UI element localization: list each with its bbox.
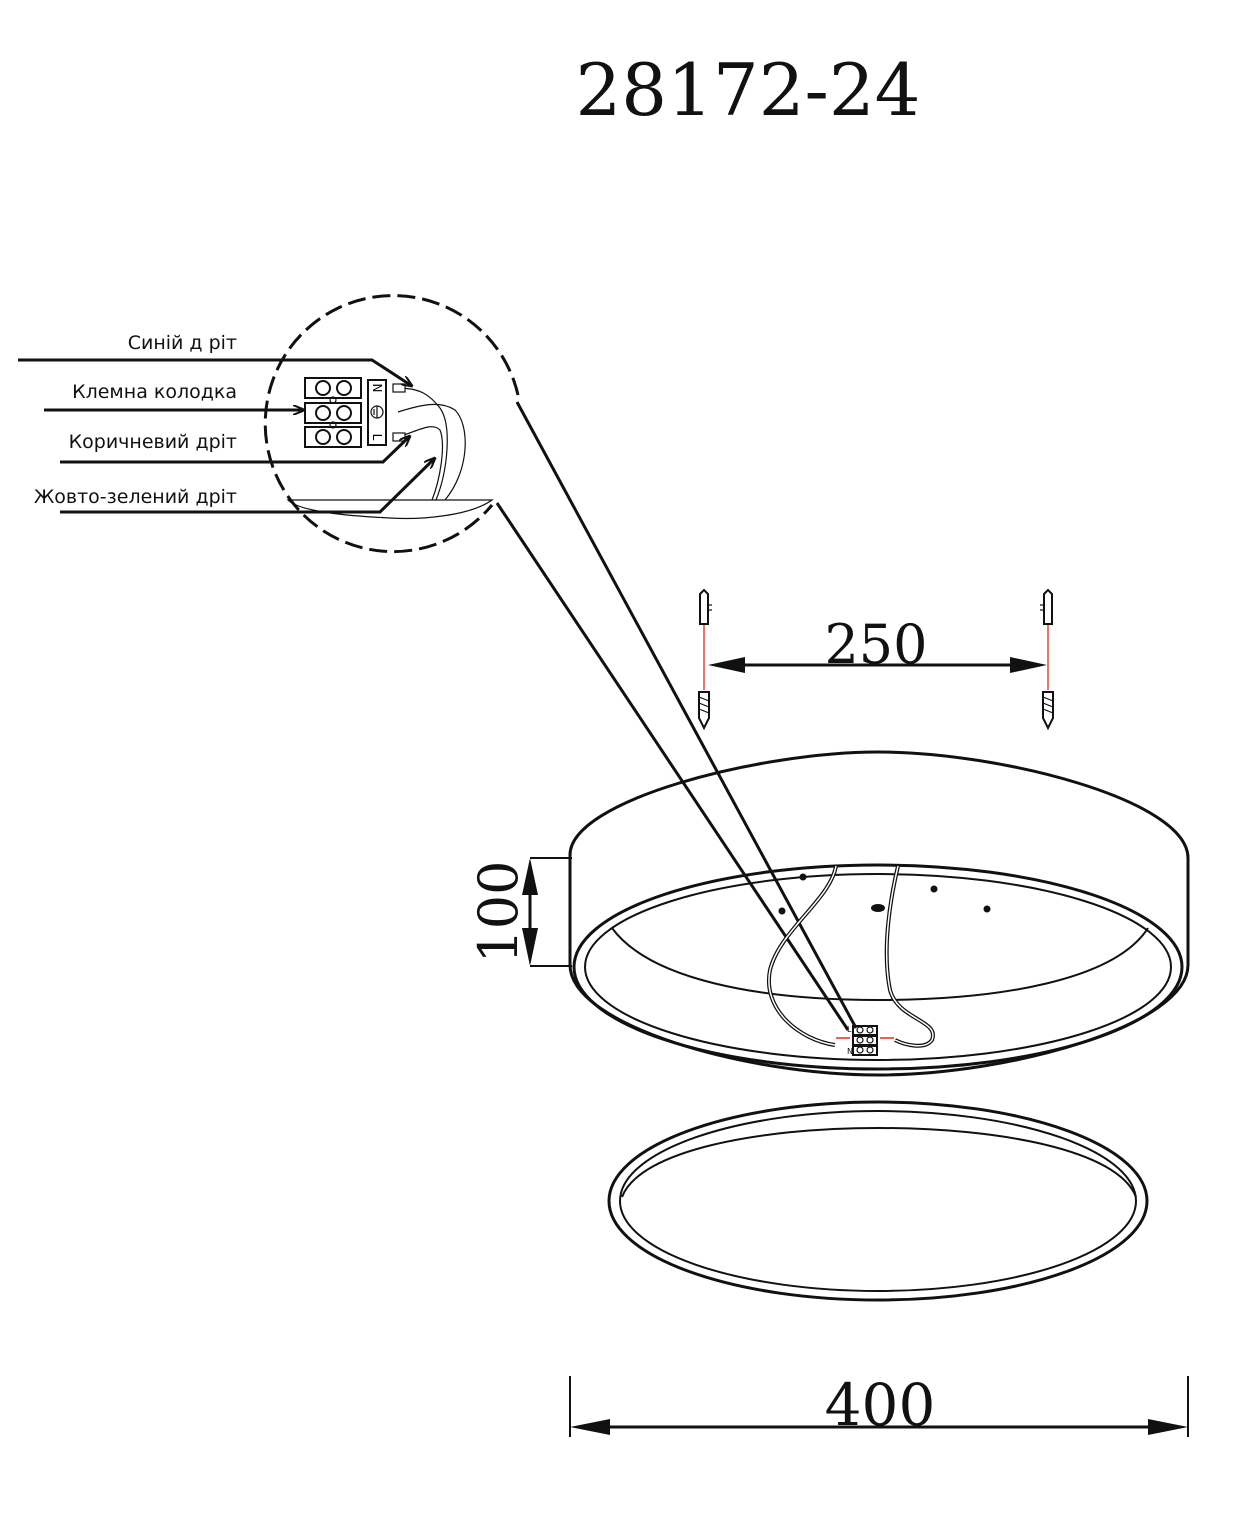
- terminal-live-mark: L: [370, 434, 384, 441]
- lamp-terminal-neutral-mark: N: [847, 1047, 853, 1056]
- diameter-value: 400: [825, 1371, 936, 1439]
- wire-callouts: Синій д ріт Клемна колодка Коричневий др…: [18, 332, 435, 514]
- lamp-terminal-live-mark: L: [847, 1025, 852, 1034]
- label-ground-wire: Жовто-зелений дріт: [34, 486, 237, 508]
- model-number-title: 28172-24: [576, 48, 921, 132]
- lamp-terminal-block: L N: [836, 1025, 894, 1056]
- wiring-detail-circle: [263, 294, 858, 1031]
- terminal-block-detail: N L: [286, 377, 494, 520]
- right-wall-plug-icon: [1040, 588, 1054, 731]
- dimension-mount-spacing: 250: [708, 613, 1047, 676]
- terminal-neutral-mark: N: [370, 384, 384, 393]
- lamp-housing: L N: [568, 750, 1190, 1077]
- ground-symbol-icon: [370, 405, 384, 419]
- mount-spacing-value: 250: [824, 613, 927, 676]
- label-brown-wire: Коричневий дріт: [69, 431, 237, 453]
- left-wall-plug-icon: [698, 588, 712, 731]
- dimension-height: 100: [467, 857, 572, 967]
- label-blue-wire: Синій д ріт: [128, 332, 237, 354]
- mounting-hardware: [698, 588, 1054, 731]
- label-terminal-block: Клемна колодка: [72, 381, 237, 403]
- dimension-diameter: 400: [569, 1371, 1189, 1439]
- lamp-diffuser: [607, 1100, 1149, 1302]
- height-value: 100: [467, 860, 530, 963]
